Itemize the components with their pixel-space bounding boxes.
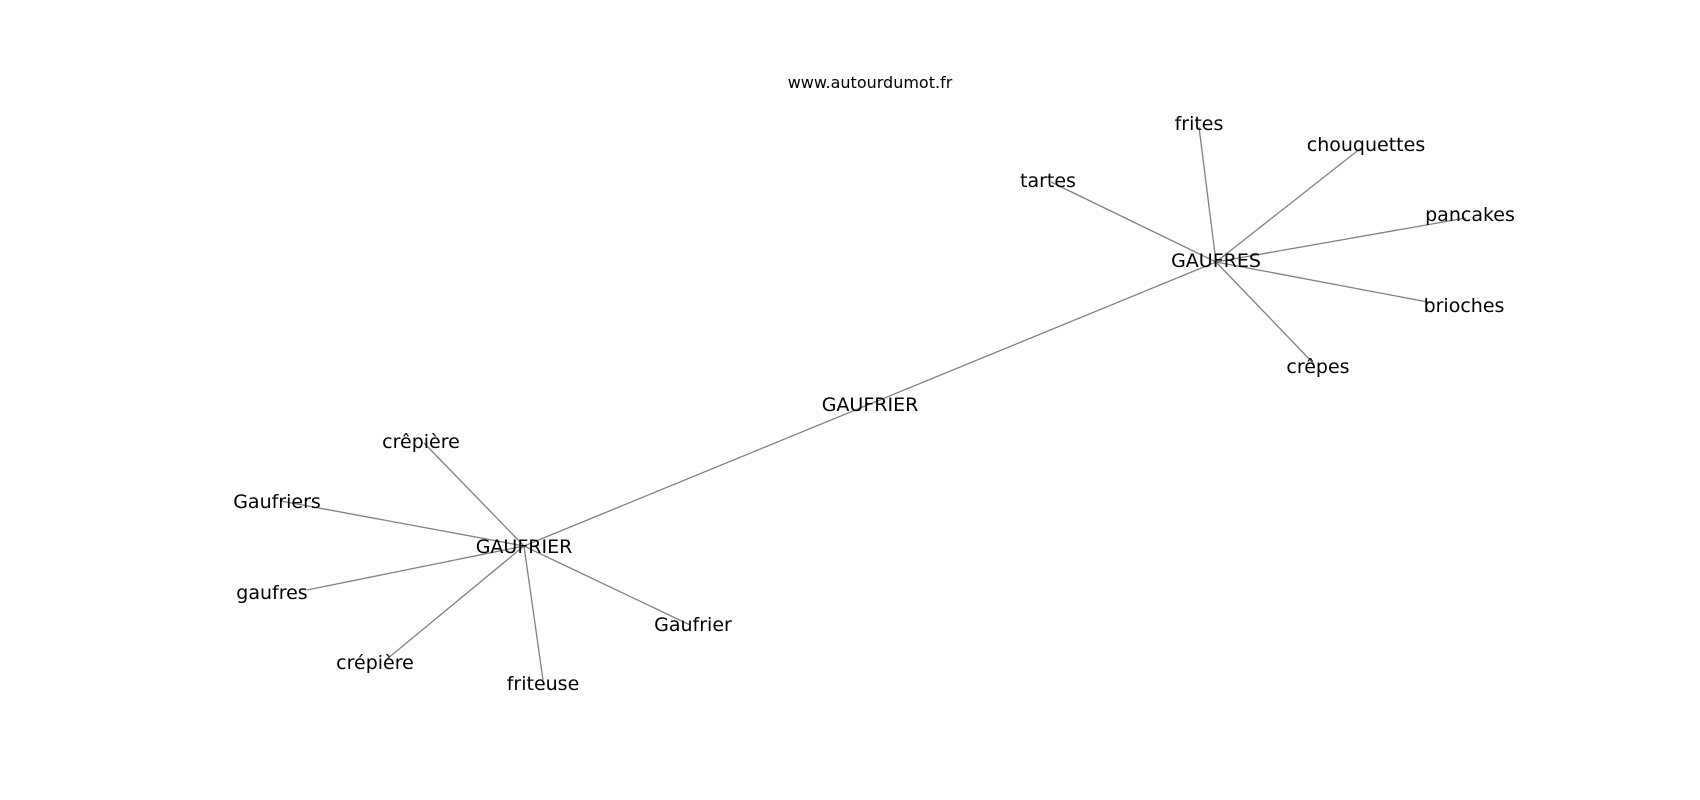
node-label-gaufres_lc: gaufres [236, 582, 307, 604]
edge-gaufres_hub-pancakes [1215, 217, 1467, 263]
edge-gaufrier_hub-gaufrier_cap [523, 545, 691, 626]
graph-edges [280, 126, 1467, 681]
node-label-crepiere1: crêpière [382, 431, 460, 453]
node-label-pancakes: pancakes [1425, 204, 1515, 226]
source-url: www.autourdumot.fr [788, 73, 953, 92]
graph-nodes: GAUFRIER GAUFRES GAUFRIER frites chouquettes… [233, 113, 1515, 695]
node-label-crepiere2: crépière [336, 652, 414, 674]
edge-gaufrier_hub-crepiere1 [423, 442, 525, 547]
edge-gaufrier_hub-friteuse [523, 545, 544, 681]
node-label-gaufrier_cap: Gaufrier [654, 614, 732, 636]
node-label-gaufrier_center: GAUFRIER [822, 394, 919, 416]
edge-gaufres_hub-frites [1198, 126, 1217, 263]
node-label-friteuse: friteuse [507, 673, 580, 695]
node-label-chouquettes: chouquettes [1307, 134, 1425, 156]
edge-gaufrier_hub-gaufriers [280, 500, 525, 547]
edge-gaufrier_hub-gaufres_lc [306, 545, 525, 591]
node-label-gaufres_hub: GAUFRES [1171, 250, 1261, 272]
node-label-crepes: crêpes [1286, 356, 1349, 378]
node-label-frites: frites [1175, 113, 1224, 135]
edge-gaufrier_hub-crepiere2 [386, 545, 525, 660]
edge-gaufres_hub-brioches [1215, 261, 1434, 304]
edge-gaufres_hub-crepes [1215, 261, 1315, 365]
edge-gaufres_hub-tartes [1050, 181, 1217, 263]
edge-gaufres_hub-chouquettes [1215, 147, 1362, 263]
edge-gaufres_hub-gaufrier_hub [523, 261, 1217, 547]
node-label-gaufrier_hub: GAUFRIER [476, 536, 573, 558]
node-label-gaufriers: Gaufriers [233, 491, 321, 513]
node-label-tartes: tartes [1020, 170, 1076, 192]
node-label-brioches: brioches [1424, 295, 1505, 317]
